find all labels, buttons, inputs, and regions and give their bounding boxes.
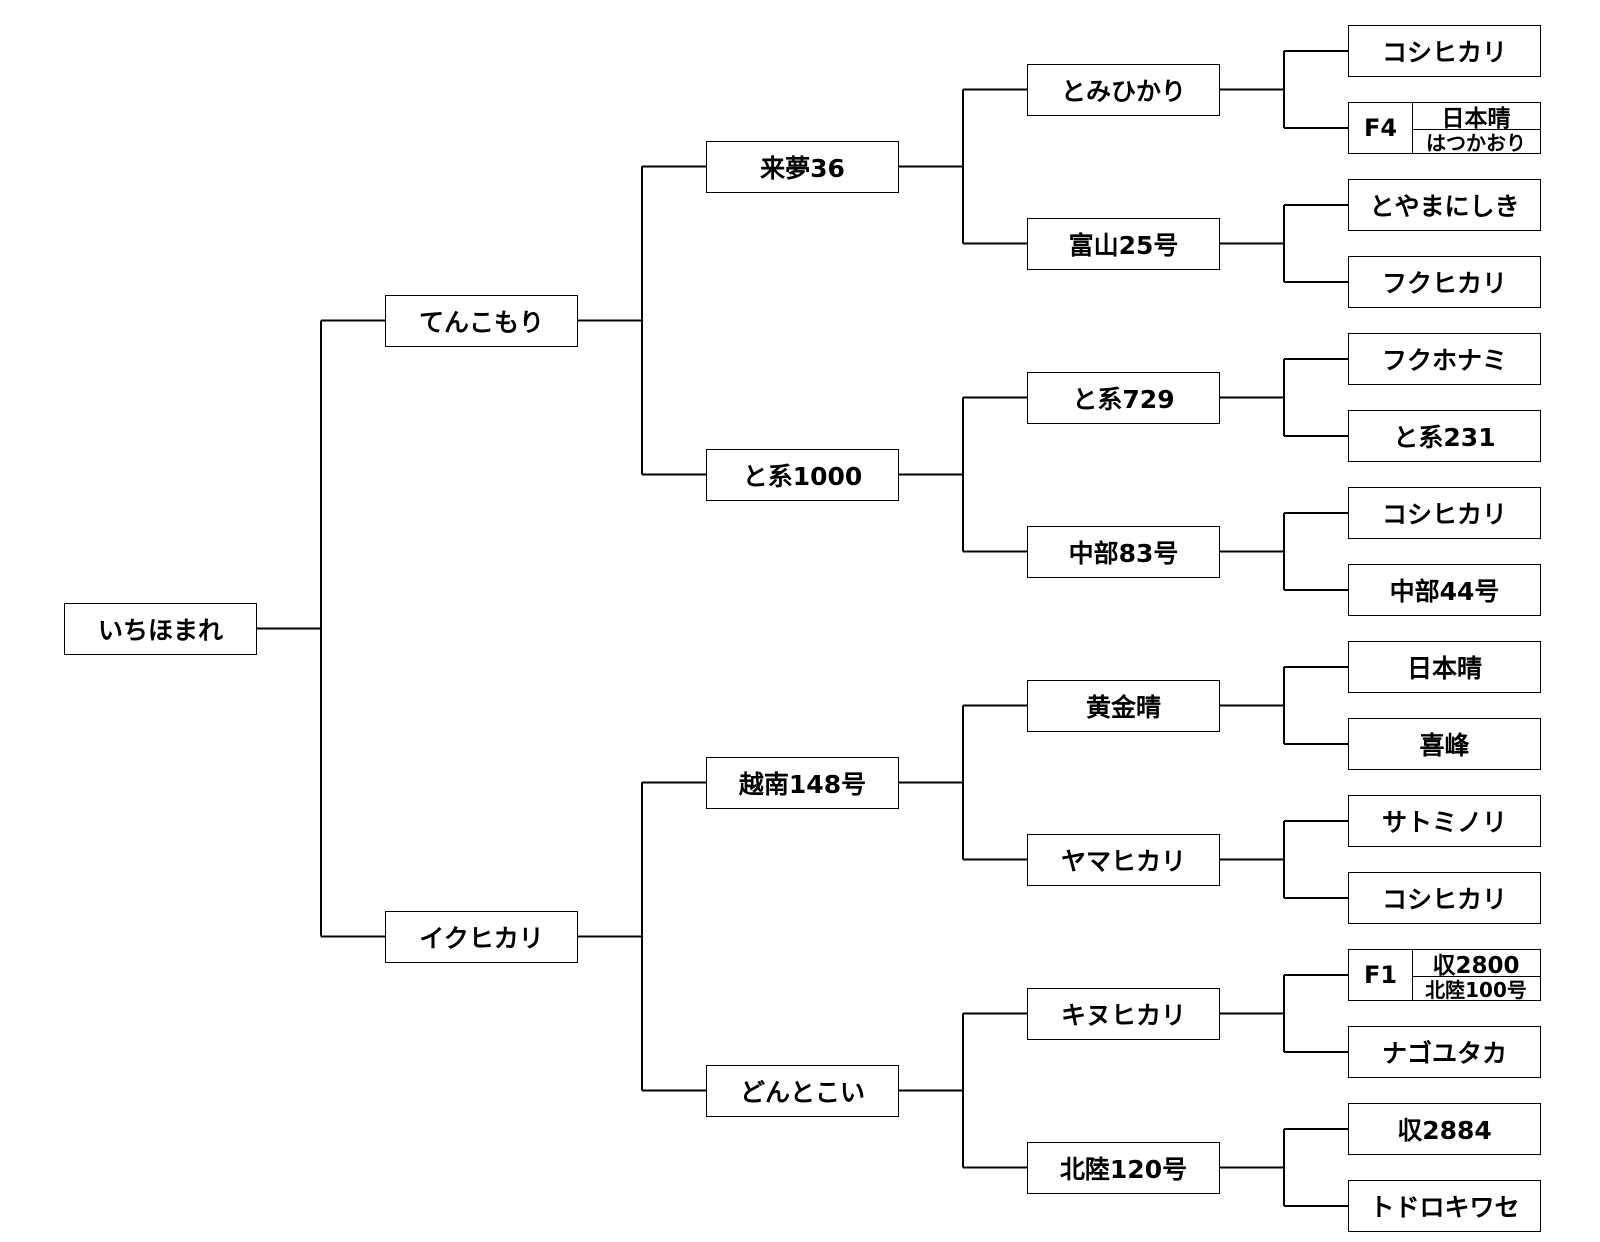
node-label: キヌヒカリ — [1060, 1001, 1186, 1030]
node-label: と系729 — [1072, 385, 1175, 414]
node-tenkomori: てんこもり — [385, 295, 578, 347]
node-label: サトミノリ — [1381, 808, 1507, 837]
node-shu2884: 収2884 — [1348, 1103, 1541, 1155]
node-todorokiwase: トドロキワセ — [1348, 1180, 1541, 1232]
node-cross-f1: F1 収2800 北陸100号 — [1348, 949, 1541, 1002]
node-label: コシヒカリ — [1381, 500, 1507, 529]
node-label: と系231 — [1393, 423, 1496, 452]
node-label: 黄金晴 — [1085, 693, 1161, 722]
node-kiho: 喜峰 — [1348, 718, 1541, 770]
node-toyamanishiki: とやまにしき — [1348, 179, 1541, 231]
cross-generation: F4 — [1349, 103, 1413, 153]
node-label: イクヒカリ — [419, 924, 544, 953]
node-label: 中部83号 — [1068, 539, 1179, 568]
node-koshihikari: コシヒカリ — [1348, 872, 1541, 924]
node-toyama25: 富山25号 — [1027, 218, 1220, 270]
node-ichihomare: いちほまれ — [64, 603, 257, 655]
node-chubu83: 中部83号 — [1027, 526, 1220, 578]
node-label: 中部44号 — [1389, 577, 1500, 606]
node-etsunan148: 越南148号 — [706, 757, 899, 809]
node-label: フクヒカリ — [1381, 269, 1507, 298]
node-label: 来夢36 — [760, 154, 845, 183]
node-label: てんこもり — [418, 308, 544, 337]
node-label: とみひかり — [1060, 77, 1186, 106]
node-label: トドロキワセ — [1369, 1193, 1520, 1222]
node-tomihikari: とみひかり — [1027, 64, 1220, 116]
node-label: フクホナミ — [1381, 346, 1507, 375]
node-dontokoi: どんとこい — [706, 1065, 899, 1117]
node-tokei729: と系729 — [1027, 372, 1220, 424]
node-satominori: サトミノリ — [1348, 795, 1541, 847]
node-label: 収2884 — [1397, 1116, 1492, 1145]
node-label: 富山25号 — [1068, 231, 1179, 260]
node-koshihikari: コシヒカリ — [1348, 25, 1541, 77]
node-chubu44: 中部44号 — [1348, 564, 1541, 616]
cross-parent-bottom: はつかおり — [1426, 130, 1526, 155]
node-label: ナゴユタカ — [1381, 1039, 1507, 1068]
node-raimu36: 来夢36 — [706, 141, 899, 193]
cross-generation: F1 — [1349, 950, 1413, 1000]
node-label: どんとこい — [739, 1078, 865, 1107]
node-cross-f4: F4 日本晴 はつかおり — [1348, 102, 1541, 155]
node-tokei1000: と系1000 — [706, 449, 899, 501]
node-label: と系1000 — [742, 462, 863, 491]
node-nipponbare: 日本晴 — [1348, 641, 1541, 693]
node-label: 喜峰 — [1419, 731, 1470, 760]
node-label: 北陸120号 — [1059, 1155, 1188, 1184]
cross-parent-bottom: 北陸100号 — [1425, 977, 1527, 1002]
node-label: いちほまれ — [97, 616, 223, 645]
node-ikuhikari: イクヒカリ — [385, 911, 578, 963]
node-koshihikari: コシヒカリ — [1348, 487, 1541, 539]
node-fukuhonami: フクホナミ — [1348, 333, 1541, 385]
cross-parent-top: 収2800 — [1412, 950, 1540, 979]
node-label: とやまにしき — [1369, 192, 1520, 221]
node-label: コシヒカリ — [1381, 38, 1507, 67]
node-yamahikari: ヤマヒカリ — [1027, 834, 1220, 886]
node-fukuhikari: フクヒカリ — [1348, 256, 1541, 308]
node-tokei231: と系231 — [1348, 410, 1541, 462]
node-koganebare: 黄金晴 — [1027, 680, 1220, 732]
cross-parent-top: 日本晴 — [1412, 103, 1540, 132]
node-nagoyutaka: ナゴユタカ — [1348, 1026, 1541, 1078]
node-label: 日本晴 — [1406, 654, 1482, 683]
node-label: 越南148号 — [738, 770, 867, 799]
node-label: ヤマヒカリ — [1060, 847, 1186, 876]
node-kinuhikari: キヌヒカリ — [1027, 988, 1220, 1040]
node-hokuriku120: 北陸120号 — [1027, 1142, 1220, 1194]
node-label: コシヒカリ — [1381, 885, 1507, 914]
